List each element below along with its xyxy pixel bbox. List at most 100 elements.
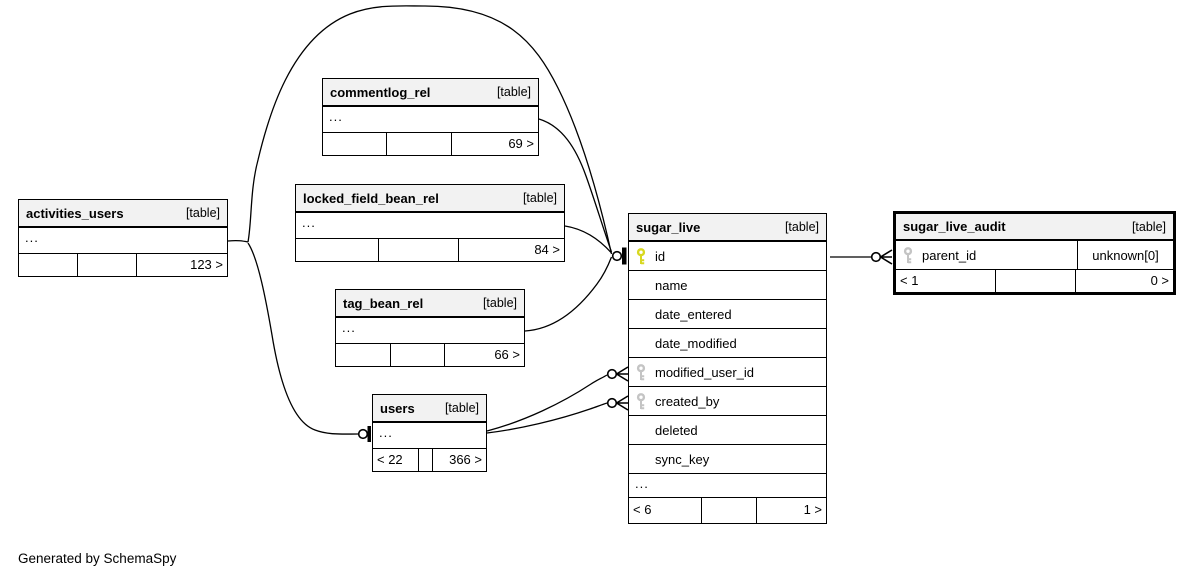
edge-locked-field-bean-rel-to-sugar-live — [564, 225, 612, 254]
column-name: date_modified — [655, 335, 737, 351]
column-row-sync-key: sync_key — [629, 445, 826, 474]
column-type: unknown[0] — [1077, 241, 1173, 269]
column-row-name: name — [629, 271, 826, 300]
foreign-key-icon — [902, 246, 922, 264]
footer-cell-parents-count: < 1 — [900, 273, 919, 288]
endpoint-sugar-live-id — [611, 247, 627, 265]
table-footer: < 6 1 > — [629, 498, 826, 523]
table-footer: 66 > — [336, 344, 524, 366]
column-row-id: id — [629, 242, 826, 271]
table-header[interactable]: sugar_live [table] — [629, 214, 826, 242]
elided-columns-row: ... — [336, 318, 524, 344]
footer-cell-parents-count: < 22 — [377, 452, 403, 467]
endpoint-modified-user-id — [606, 366, 629, 382]
elided-columns-row: ... — [323, 107, 538, 133]
column-name: deleted — [655, 422, 698, 438]
table-name: commentlog_rel — [330, 84, 431, 100]
foreign-key-icon — [635, 392, 655, 410]
column-row-created-by: created_by — [629, 387, 826, 416]
table-badge: [table] — [522, 191, 557, 205]
foreign-key-icon — [635, 363, 655, 381]
table-footer: 69 > — [323, 133, 538, 155]
column-name: created_by — [655, 393, 720, 409]
footer-cell — [418, 449, 432, 471]
table-header[interactable]: commentlog_rel [table] — [323, 79, 538, 107]
table-badge: [table] — [784, 220, 819, 234]
table-sugar-live[interactable]: sugar_live [table] id name date_entered … — [628, 213, 827, 524]
footer-cell-children-count: 66 > — [444, 344, 524, 366]
table-badge: [table] — [482, 296, 517, 310]
footer-cell — [378, 239, 458, 261]
endpoint-parent-id — [870, 249, 893, 265]
table-name: locked_field_bean_rel — [303, 190, 439, 206]
primary-key-icon — [635, 247, 655, 265]
column-name: id — [655, 248, 666, 264]
footer-cell-children-count: 123 > — [136, 254, 227, 276]
edge-activities-users-to-users — [247, 242, 359, 435]
table-footer: 84 > — [296, 239, 564, 261]
column-row-parent-id: parent_id unknown[0] — [896, 241, 1173, 270]
footer-cell-children-count: 1 > — [756, 498, 826, 523]
table-commentlog-rel[interactable]: commentlog_rel [table] ... 69 > — [322, 78, 539, 156]
table-tag-bean-rel[interactable]: tag_bean_rel [table] ... 66 > — [335, 289, 525, 367]
footer-cell — [77, 254, 136, 276]
column-name: sync_key — [655, 451, 710, 467]
table-locked-field-bean-rel[interactable]: locked_field_bean_rel [table] ... 84 > — [295, 184, 565, 262]
table-badge: [table] — [496, 85, 531, 99]
table-header[interactable]: locked_field_bean_rel [table] — [296, 185, 564, 213]
table-sugar-live-audit[interactable]: sugar_live_audit [table] parent_id unkno… — [893, 211, 1176, 295]
footer-cell — [995, 270, 1075, 292]
column-row-deleted: deleted — [629, 416, 826, 445]
generated-by-note: Generated by SchemaSpy — [18, 551, 177, 566]
footer-cell — [386, 133, 451, 155]
endpoint-users — [357, 426, 371, 442]
footer-cell — [296, 239, 378, 261]
footer-cell — [701, 498, 756, 523]
table-name: users — [380, 400, 415, 416]
table-activities-users[interactable]: activities_users [table] ... 123 > — [18, 199, 228, 277]
endpoint-created-by — [606, 395, 629, 411]
footer-cell — [390, 344, 444, 366]
table-badge: [table] — [185, 206, 220, 220]
column-row-date-entered: date_entered — [629, 300, 826, 329]
footer-cell-children-count: 366 > — [432, 449, 486, 471]
table-badge: [table] — [444, 401, 479, 415]
column-name: parent_id — [922, 247, 977, 263]
table-name: activities_users — [26, 205, 124, 221]
edge-users-to-modified-user-id — [486, 374, 608, 432]
edge-tag-bean-rel-to-sugar-live — [524, 256, 613, 332]
footer-cell-children-count: 69 > — [451, 133, 538, 155]
edge-activities-users-to-sugar-live — [247, 5, 613, 255]
table-name: sugar_live — [636, 219, 701, 235]
table-name: tag_bean_rel — [343, 295, 424, 311]
column-name: name — [655, 277, 688, 293]
footer-cell-parents-count: < 6 — [633, 502, 652, 517]
edge-activities-users-stem — [227, 239, 249, 243]
column-row-modified-user-id: modified_user_id — [629, 358, 826, 387]
elided-columns-row: ... — [19, 228, 227, 254]
table-header[interactable]: activities_users [table] — [19, 200, 227, 228]
table-header[interactable]: users [table] — [373, 395, 486, 423]
elided-columns-row: ... — [373, 423, 486, 449]
table-name: sugar_live_audit — [903, 219, 1006, 234]
footer-cell — [19, 254, 77, 276]
edge-users-to-created-by — [486, 402, 608, 434]
footer-cell — [336, 344, 390, 366]
column-name: modified_user_id — [655, 364, 755, 380]
footer-cell-children-count: 84 > — [458, 239, 564, 261]
table-footer: < 22 366 > — [373, 449, 486, 471]
table-header[interactable]: tag_bean_rel [table] — [336, 290, 524, 318]
column-row-date-modified: date_modified — [629, 329, 826, 358]
table-header[interactable]: sugar_live_audit [table] — [896, 214, 1173, 241]
elided-columns-row: ... — [629, 474, 826, 498]
table-badge: [table] — [1131, 219, 1166, 234]
column-name: date_entered — [655, 306, 732, 322]
footer-cell — [323, 133, 386, 155]
footer-cell-children-count: 0 > — [1075, 270, 1173, 292]
edge-commentlog-rel-to-sugar-live — [538, 118, 613, 253]
table-footer: < 1 0 > — [896, 270, 1173, 292]
elided-columns-row: ... — [296, 213, 564, 239]
table-users[interactable]: users [table] ... < 22 366 > — [372, 394, 487, 472]
